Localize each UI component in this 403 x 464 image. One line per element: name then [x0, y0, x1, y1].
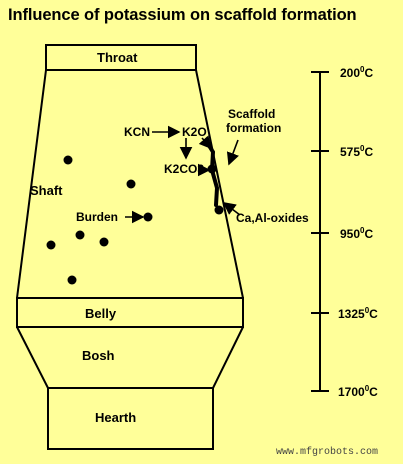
kcn-label: KCN: [124, 125, 150, 139]
throat-label: Throat: [97, 50, 138, 65]
ca-al-oxides-arrow: [222, 202, 241, 216]
belly-section: [16, 297, 244, 328]
k2o-to-scaffold-arrow: [198, 135, 213, 150]
belly-label: Belly: [85, 306, 117, 321]
scaffold-deposit: [206, 142, 220, 207]
ca-al-oxides-label: Ca,Al-oxides: [236, 211, 309, 225]
temp-unit: C: [369, 307, 378, 321]
temp-label-1325: 13250C: [338, 306, 378, 321]
hearth-label: Hearth: [95, 410, 137, 425]
temp-value: 200: [340, 66, 361, 80]
temp-unit: C: [364, 145, 374, 159]
degree-sup: 0: [364, 306, 370, 315]
temp-value: 950: [340, 227, 361, 241]
degree-sup: 0: [360, 65, 365, 74]
watermark: www.mfgrobots.com: [276, 447, 379, 458]
k2o-label: K2O: [182, 125, 207, 139]
diagram-title: Influence of potassium on scaffold forma…: [8, 6, 357, 24]
temperature-scale: [311, 71, 329, 392]
temp-unit: C: [364, 227, 374, 241]
temp-unit: C: [369, 385, 378, 399]
k2co3-label: K2CO3: [164, 162, 205, 176]
scaffold-formation-label-1: Scaffold: [228, 107, 276, 121]
temp-value: 1700: [338, 385, 365, 399]
bosh-label: Bosh: [82, 348, 115, 363]
burden-label: Burden: [76, 210, 118, 224]
temp-label-1700: 17000C: [338, 384, 378, 399]
temp-value: 575: [340, 145, 361, 159]
hearth-section: [47, 387, 214, 450]
temp-label-575: 5750C: [340, 144, 374, 159]
temp-value: 1325: [338, 307, 365, 321]
temp-label-950: 9500C: [340, 226, 374, 241]
degree-sup: 0: [360, 144, 365, 153]
shaft-label: Shaft: [30, 183, 63, 198]
temp-unit: C: [364, 66, 374, 80]
temp-label-200: 2000C: [340, 65, 374, 80]
scaffold-formation-arrow: [226, 139, 239, 166]
degree-sup: 0: [364, 384, 370, 393]
bosh-section: [16, 326, 244, 389]
shaft-section: [16, 69, 244, 299]
scaffold-formation-label-2: formation: [226, 121, 282, 135]
degree-sup: 0: [360, 226, 365, 235]
